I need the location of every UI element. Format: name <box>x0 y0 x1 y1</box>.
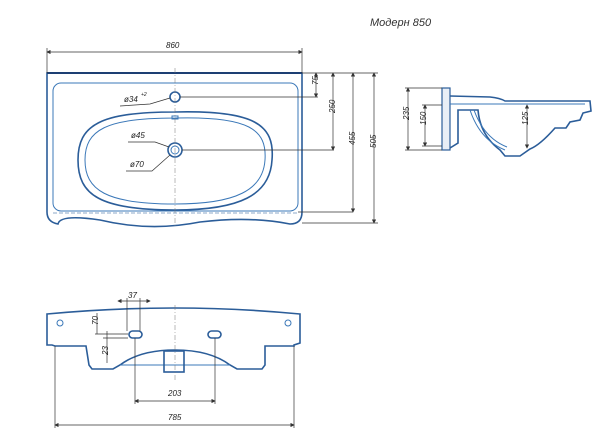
dim-bowl-depth: 125 <box>521 111 530 125</box>
label-tap-tol: +2 <box>141 92 147 98</box>
mount-slot-left <box>128 330 143 339</box>
dim-total: 785 <box>168 413 182 422</box>
dim-tap: 75 <box>311 76 320 85</box>
label-tap-hole: ø34 <box>124 95 138 104</box>
dim-depth: 505 <box>369 134 378 148</box>
dim-bracket: 150 <box>419 111 428 125</box>
label-drain-outer: ø70 <box>130 160 144 169</box>
dim-slot-width: 37 <box>128 291 137 300</box>
dim-23: 23 <box>101 346 110 356</box>
side-view: 235 150 125 <box>402 87 592 157</box>
dim-width: 860 <box>166 41 180 50</box>
mount-slot-right <box>207 330 222 339</box>
bottom-view: 37 70 23 203 785 <box>46 291 301 428</box>
dim-drain: 250 <box>328 99 337 114</box>
dim-slot-spacing: 203 <box>167 389 182 398</box>
drawing-title: Модерн 850 <box>370 17 432 29</box>
top-view: 860 75 250 455 505 ø34 +2 ø45 ø70 <box>46 41 378 228</box>
label-drain-inner: ø45 <box>131 131 145 140</box>
dim-side-height: 235 <box>402 106 411 121</box>
dim-bowl: 455 <box>348 131 357 145</box>
dim-70: 70 <box>91 316 100 325</box>
